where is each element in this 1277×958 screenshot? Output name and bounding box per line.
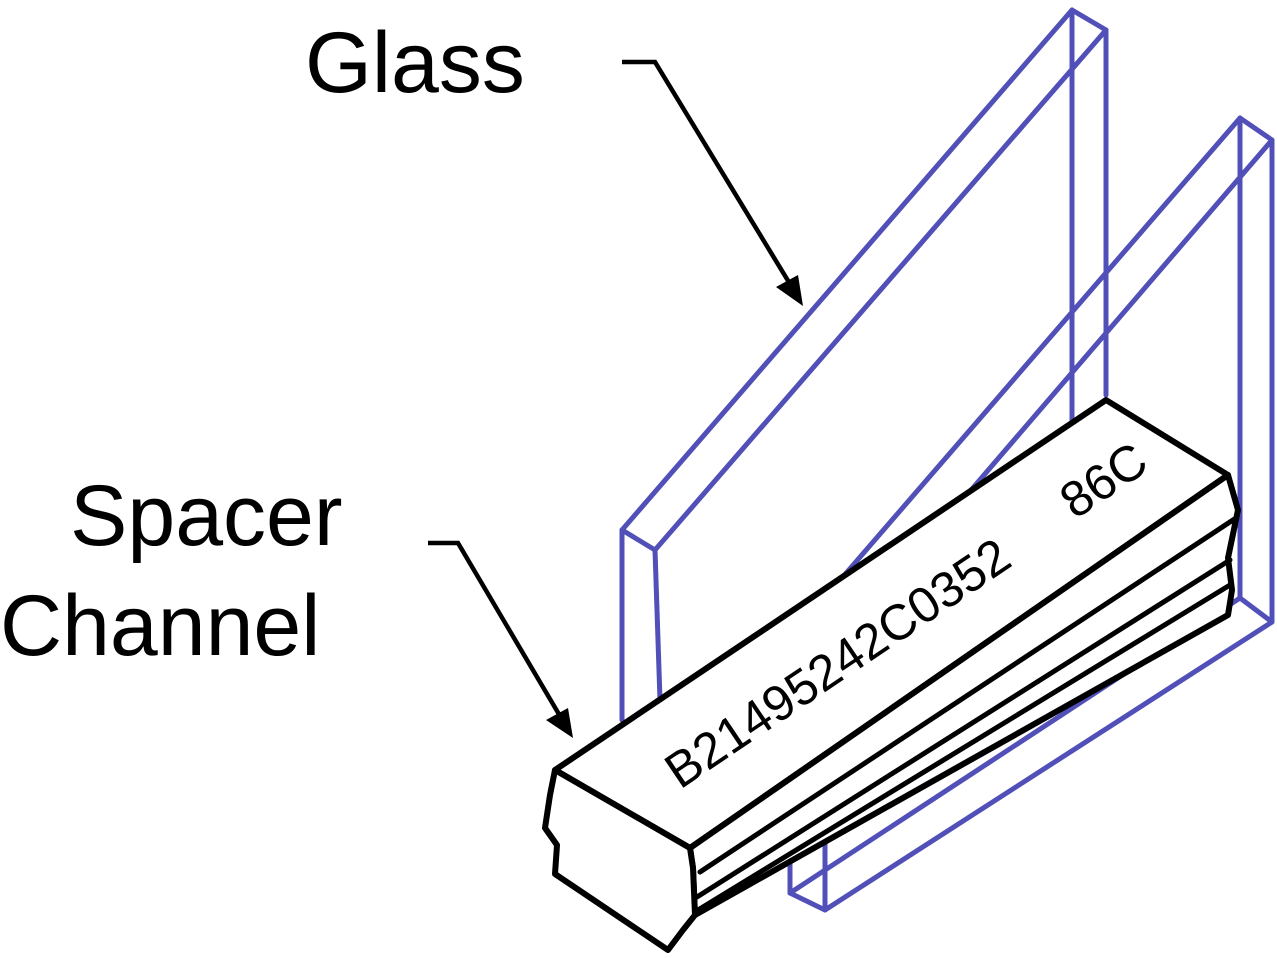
spacer-label-line1: Spacer (70, 468, 343, 564)
spacer-channel (542, 397, 1241, 953)
spacer-label-line2: Channel (0, 578, 320, 674)
glass-label: Glass (305, 15, 525, 111)
spacer-leader-line (428, 540, 562, 718)
glass-arrowhead (776, 275, 803, 306)
spacer-arrowhead (546, 708, 573, 738)
glass-pane-rear (619, 7, 1109, 723)
glass-leader-line (622, 59, 792, 286)
